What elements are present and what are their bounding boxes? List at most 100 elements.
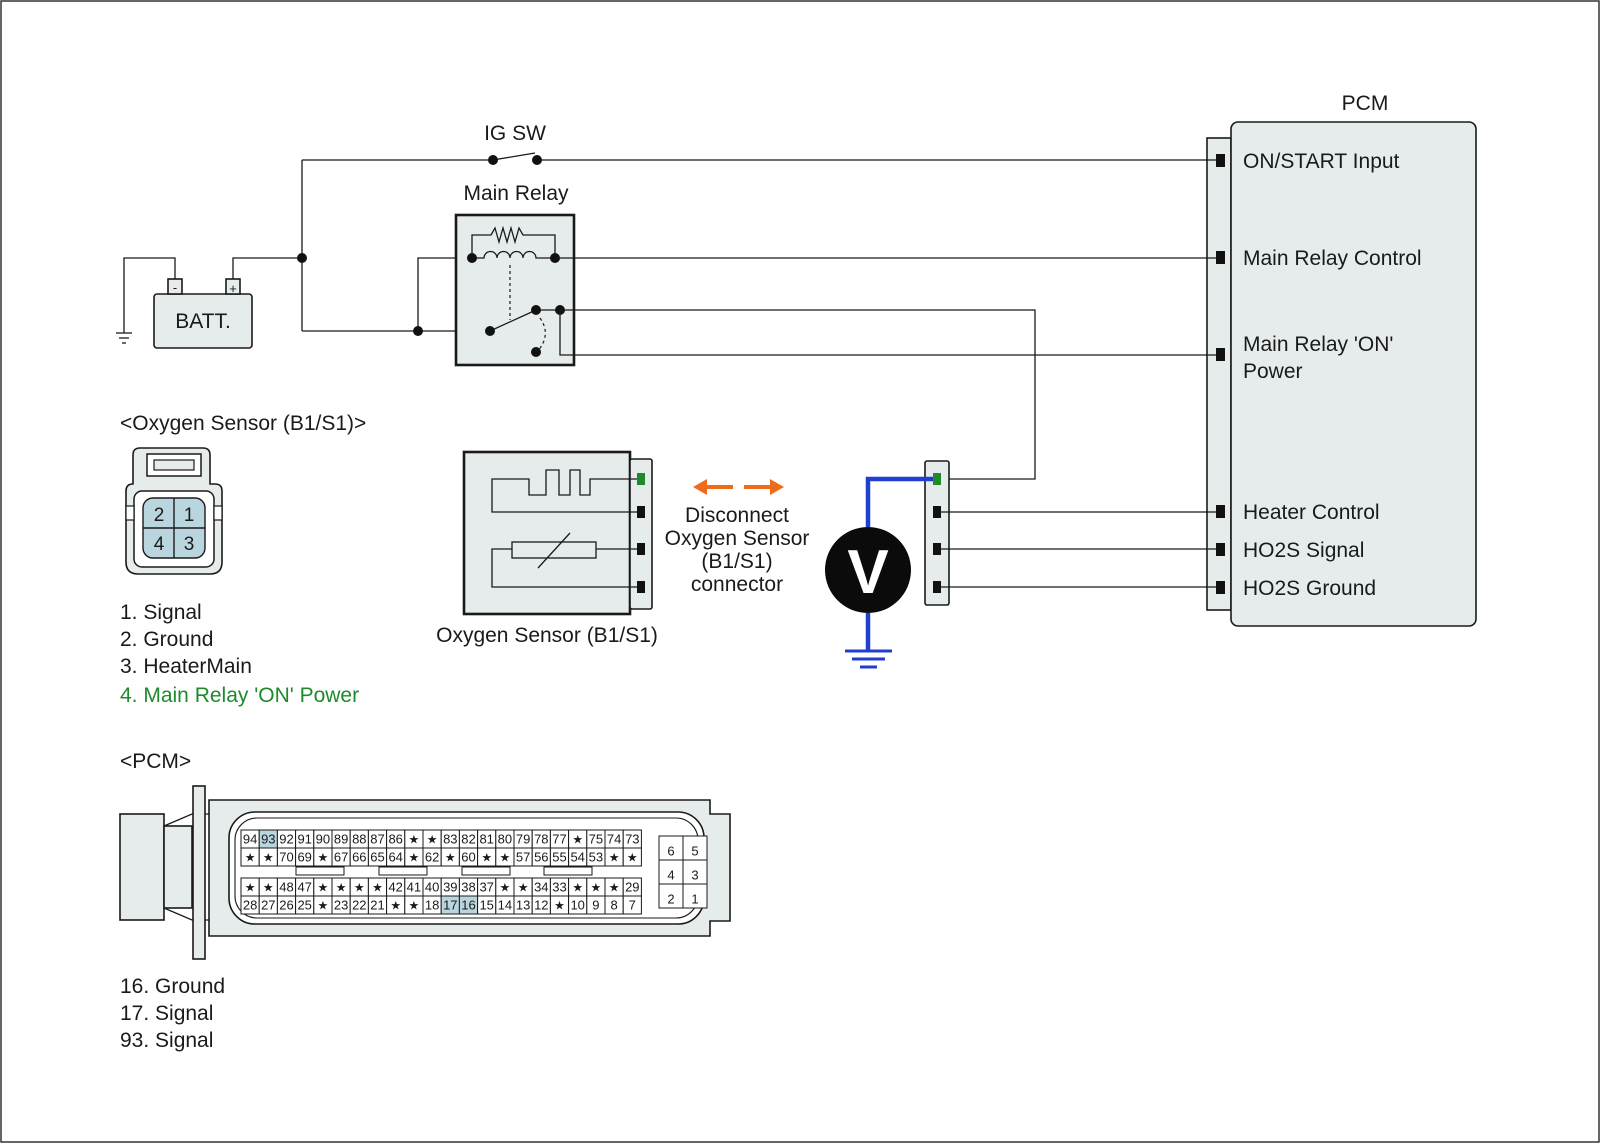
pcm-pin-label: ★ [518,881,529,895]
pcm-pin-label: ★ [500,851,511,865]
pcm-pin-label: 60 [461,850,475,865]
pcm-pin-label: ★ [354,881,365,895]
pcm-pin-label: ★ [245,851,256,865]
pcm-pin-label: 88 [352,832,366,847]
disconnect-arrows [693,479,784,495]
pcm-pin-label: 81 [479,832,493,847]
relay-resistor [471,225,556,258]
pcm-pin-label: 38 [461,880,475,895]
pcm-pin-label: ★ [609,881,620,895]
pcm-pin-label: 40 [425,880,439,895]
pcm-pin-label: 67 [334,850,348,865]
pcm-pin-label: 93 [261,832,275,847]
pcm-pin-label: 65 [370,850,384,865]
pcm-pin-label: 9 [592,898,599,913]
pcm-pin-label: 55 [552,850,566,865]
pcm-pin-list-2: 17. Signal [120,1002,213,1025]
pcm-pin-label: ★ [245,881,256,895]
oxygen-sensor-section-title: <Oxygen Sensor (B1/S1)> [120,412,366,435]
pcm-pin-list-1: 16. Ground [120,975,225,998]
pcm-pin-label: 48 [279,880,293,895]
pcm-pin-label: 29 [625,880,639,895]
o2-connector-pin-4: 4 [154,534,165,555]
sensor-pin-2 [637,581,645,593]
pcm-pin-label: 18 [425,898,439,913]
probe-wire-positive [865,476,933,527]
pcm-pin-label: ★ [409,833,420,847]
pcm-pin-label: 17 [443,898,457,913]
sensor-heater-element [491,469,637,513]
ig-switch-label: IG SW [484,122,546,145]
pcm-module: PCM ON/START Input Main Relay Control Ma… [1206,92,1477,627]
pcm-pin-label: ★ [627,851,638,865]
battery-ground-symbol [116,257,176,344]
pcm-pin-main-relay-on-power-line1: Main Relay 'ON' [1243,333,1393,356]
relay-switch-nc-contact [531,347,541,357]
pcm-body [1230,121,1477,627]
harness-pin-3 [933,506,941,518]
pcm-pin-label: ★ [572,881,583,895]
ig-switch-blade [492,152,536,161]
junction-battery [297,253,307,263]
pcm-pin-label: 69 [297,850,311,865]
pcm-terminal-ho2s-signal [1216,543,1225,556]
pcm-pin-label: 57 [516,850,530,865]
pcm-connector-key [543,866,593,876]
pcm-pin-label: 34 [534,880,548,895]
pcm-pin-label: 26 [279,898,293,913]
pcm-pin-label: ★ [390,899,401,913]
pcm-pin-cell [622,895,642,915]
pcm-pin-label: 54 [570,850,584,865]
pcm-connector-strip [1206,137,1232,611]
pcm-pin-label: ★ [481,851,492,865]
pcm-pin-label: 66 [352,850,366,865]
pcm-pin-label: 87 [370,832,384,847]
pcm-side-pin-label: 5 [691,844,698,859]
battery-pos-sign: + [229,281,237,296]
pcm-pin-label: 82 [461,832,475,847]
pcm-terminal-ho2s-ground [1216,581,1225,594]
o2-connector-pin-3: 3 [184,534,195,555]
pcm-pin-on-start-input: ON/START Input [1243,150,1400,173]
harness-pin-1 [933,543,941,555]
pcm-pin-label: 90 [316,832,330,847]
pcm-pin-label: 92 [279,832,293,847]
harness-connector-body [924,460,950,606]
main-relay-body [454,213,576,367]
main-relay-label: Main Relay [463,182,569,205]
pcm-pin-label: ★ [572,833,583,847]
relay-switch-common [485,326,495,336]
voltmeter: V [825,476,933,669]
pcm-pin-label: ★ [445,851,456,865]
pcm-pin-label: ★ [409,851,420,865]
pcm-pin-label: 83 [443,832,457,847]
pcm-side-pin-label: 3 [691,868,698,883]
relay-coil-terminal-a [467,253,477,263]
relay-output-wiring [555,257,1216,480]
pcm-pin-label: 25 [297,898,311,913]
power-wiring [232,152,1216,332]
oxygen-sensor-connector [629,458,653,610]
pcm-pin-list-3: 93. Signal [120,1029,213,1052]
pcm-pin-heater-control: Heater Control [1243,501,1380,524]
pcm-pin-label: 79 [516,832,530,847]
disconnect-note-line2: Oxygen Sensor [665,527,810,550]
pcm-pin-label: 91 [297,832,311,847]
pcm-pin-label: 64 [388,850,402,865]
sensor-pin-4-active [637,473,645,485]
battery-body [153,293,253,349]
ig-switch-contact-b [532,155,542,165]
pcm-pin-label: 7 [629,898,636,913]
pcm-pin-ho2s-signal: HO2S Signal [1243,539,1364,562]
pcm-pin-label: 94 [243,832,257,847]
pcm-pin-label: 37 [479,880,493,895]
harness-pin-2 [933,581,941,593]
pcm-pin-label: ★ [500,881,511,895]
oxygen-sensor-body [462,450,632,616]
o2-connector-pin-1: 1 [184,505,195,526]
pcm-pin-label: 33 [552,880,566,895]
pcm-side-pin-label: 2 [667,892,674,907]
battery-neg-sign: - [173,280,177,295]
pcm-title: PCM [1342,92,1389,115]
